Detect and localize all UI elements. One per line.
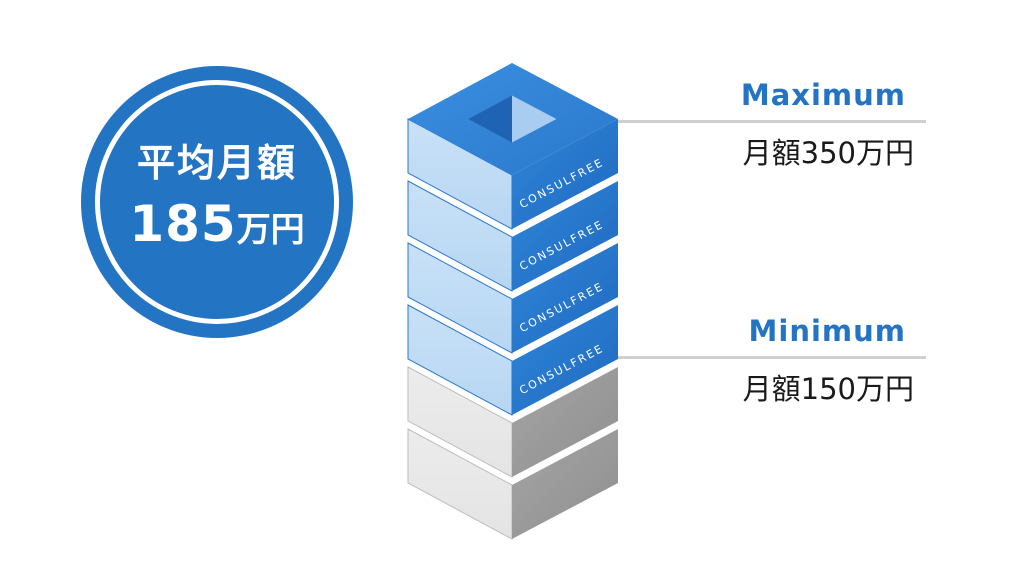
minimum-value: 月額150万円 bbox=[742, 372, 914, 406]
average-monthly-badge: 平均月額 185万円 bbox=[81, 66, 353, 338]
blue-block-side bbox=[512, 305, 618, 415]
maximum-leader-line bbox=[618, 120, 926, 123]
gray-block-side bbox=[512, 429, 618, 539]
blue-block-side bbox=[512, 119, 618, 229]
maximum-value: 月額350万円 bbox=[742, 136, 914, 170]
badge-title: 平均月額 bbox=[136, 141, 297, 185]
tower-opening-inner-wall bbox=[512, 95, 557, 143]
gray-block-side bbox=[512, 367, 618, 477]
badge-amount-line: 185万円 bbox=[129, 194, 304, 266]
blue-block-side bbox=[512, 243, 618, 353]
minimum-label: Minimum bbox=[748, 314, 906, 348]
maximum-label: Maximum bbox=[740, 78, 906, 112]
badge-unit: 万円 bbox=[236, 210, 305, 250]
minimum-leader-line bbox=[618, 356, 926, 359]
badge-amount: 185 bbox=[129, 195, 237, 253]
blue-block-side bbox=[512, 181, 618, 291]
badge-ring bbox=[95, 80, 339, 324]
badge-text: 平均月額 185万円 bbox=[129, 138, 304, 266]
